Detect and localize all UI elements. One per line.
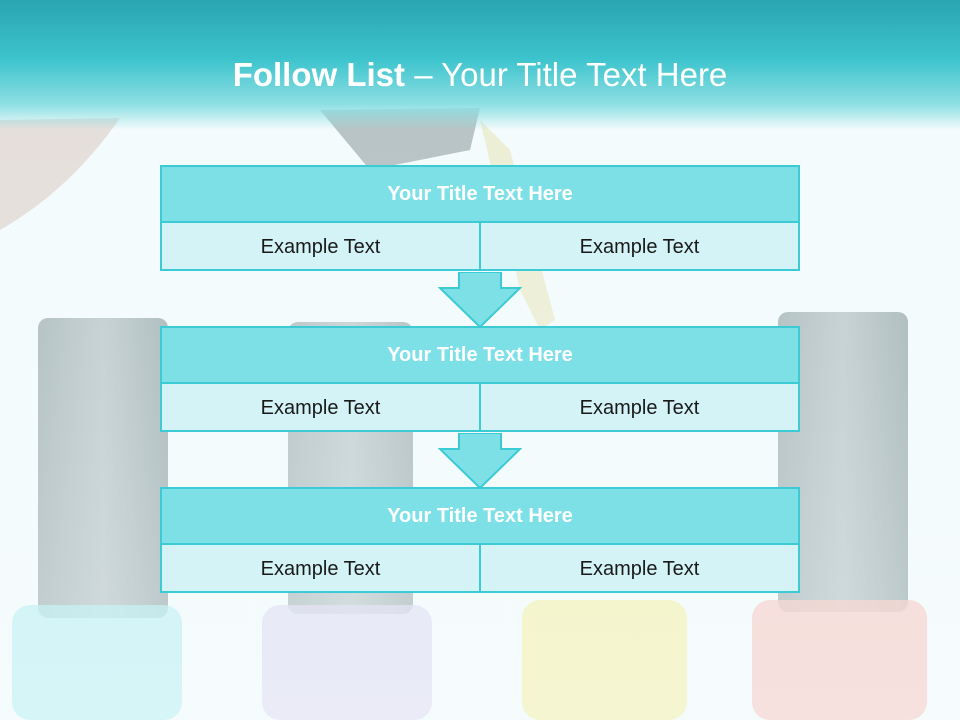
step-cell-left: Example Text [260, 235, 381, 258]
step-row: Example Text Example Text [162, 384, 798, 432]
title-rest: – Your Title Text Here [405, 56, 728, 93]
step-row: Example Text Example Text [162, 223, 798, 271]
step-cell-right: Example Text [479, 384, 798, 432]
title-bold: Follow List [232, 56, 406, 93]
page-title: Follow List – Your Title Text Here [0, 52, 960, 98]
step-cell-left: Example Text [260, 557, 381, 580]
header-band [0, 0, 960, 130]
step-cell-left: Example Text [260, 396, 381, 419]
step-title: Your Title Text Here [162, 167, 798, 223]
step-block-2: Your Title Text Here Example Text Exampl… [160, 326, 800, 432]
down-arrow-icon [438, 433, 522, 489]
step-block-3: Your Title Text Here Example Text Exampl… [160, 487, 800, 593]
step-title: Your Title Text Here [162, 328, 798, 384]
step-title: Your Title Text Here [162, 489, 798, 545]
step-row: Example Text Example Text [162, 545, 798, 593]
step-cell-right: Example Text [479, 545, 798, 593]
step-block-1: Your Title Text Here Example Text Exampl… [160, 165, 800, 271]
down-arrow-icon [438, 272, 522, 328]
step-cell-right: Example Text [479, 223, 798, 271]
